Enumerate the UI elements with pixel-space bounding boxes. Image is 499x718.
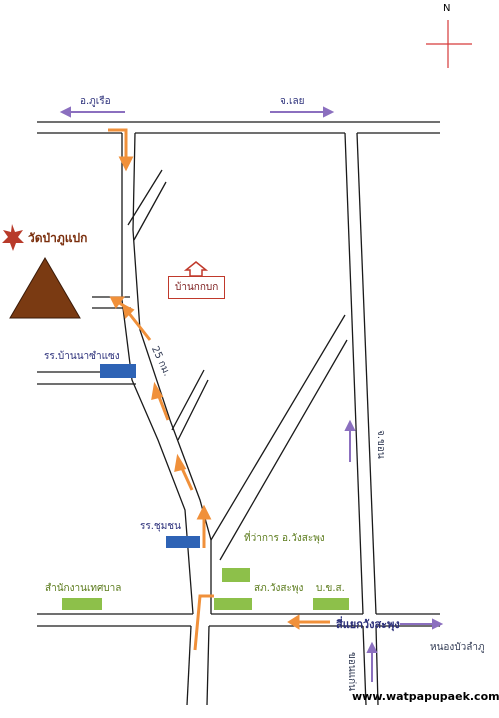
website-url: www.watpapupaek.com (352, 690, 499, 703)
school-ban-na-box (100, 364, 136, 378)
municipality-label: สำนักงานเทศบาล (45, 583, 122, 594)
school-chumchon-box (166, 536, 200, 548)
police-station-box (214, 598, 252, 610)
house-icon (183, 261, 209, 277)
intersection-label: สี่แยกวังสะพุง (336, 618, 400, 631)
district-office-label: ที่ว่าการ อ.วังสะพุง (244, 533, 325, 544)
mountain-icon (9, 257, 81, 319)
post-office-label: บ.ข.ส. (316, 583, 345, 594)
police-station-label: สภ.วังสะพุง (254, 583, 304, 594)
compass-rose (426, 20, 472, 68)
school-chumchon-label: รร.ชุมชน (140, 521, 181, 532)
compass-north-label: N (443, 3, 451, 14)
temple-name: วัดป่าภูแปก (28, 231, 88, 245)
nong-bua-lamphu-label: หนองบัวลำภู (430, 642, 485, 653)
post-office-box (313, 598, 349, 610)
road-label-loei: จ.เลย (280, 96, 305, 107)
khon-kaen-side-label: จ.ขอน (375, 430, 386, 459)
route-arrows (108, 128, 330, 651)
temple-star-icon (2, 224, 24, 251)
landmark-house-label: บ้านกกบก (168, 276, 226, 299)
district-office-box (222, 568, 250, 582)
temple-marker (2, 224, 81, 319)
school-ban-na-label: รร.บ้านนาซำแซง (44, 351, 120, 362)
road-label-phu-ruea: อ.ภูเรือ (80, 96, 111, 107)
khon-kaen-bottom-label: ขอนแก่น (346, 652, 357, 692)
municipality-box (62, 598, 102, 610)
direction-arrows (59, 106, 444, 682)
